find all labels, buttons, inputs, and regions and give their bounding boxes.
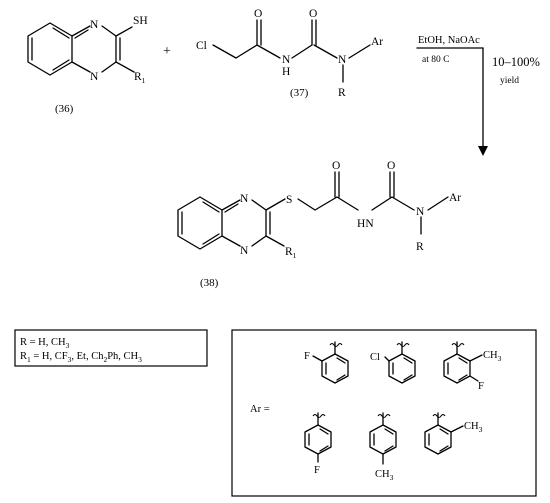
- aryl-3-fluoro-2-methylphenyl: CH3 F: [443, 341, 502, 392]
- aryl-legend-box: [231, 329, 537, 497]
- amide-n-37: N: [282, 54, 291, 66]
- ar-legend-label: Ar =: [250, 404, 270, 415]
- attachment-point-icon: [432, 413, 446, 419]
- sulfur-atom: S: [286, 194, 292, 206]
- thiol-group-label: SH: [133, 15, 148, 27]
- carbonyl-o2-38: O: [387, 160, 395, 172]
- plus-sign: +: [163, 44, 171, 59]
- attachment-point-icon: [396, 342, 410, 348]
- urea-n-38: N: [416, 206, 425, 218]
- aryl-4-methylphenyl: CH3: [369, 412, 397, 482]
- r1-definition: R1 = H, CF3, Et, Ch2Ph, CH3: [20, 351, 142, 364]
- methyl-ortho: CH3: [483, 350, 502, 363]
- carbonyl-o2-37: O: [309, 8, 317, 20]
- attachment-point-icon: [329, 342, 343, 348]
- reaction-arrow: [416, 47, 488, 156]
- urea-n-37: N: [338, 54, 347, 66]
- compound-37-structure: Cl O O N H N Ar R: [196, 8, 383, 99]
- atom-n1-38: N: [240, 193, 249, 205]
- chlorine-atom: Cl: [196, 40, 207, 52]
- substituent-box: [14, 329, 208, 367]
- aryl-2-methylphenyl: CH3: [424, 412, 483, 455]
- r-label-38: R: [416, 241, 424, 253]
- r-definition: R = H, CH3: [20, 337, 70, 350]
- attachment-point-icon: [377, 413, 391, 419]
- aryl-2-fluorophenyl: F: [304, 341, 349, 384]
- r1-label-38: R1: [285, 246, 297, 260]
- compound-38-label: (38): [200, 277, 219, 289]
- fluoro-ortho: F: [304, 351, 310, 362]
- reaction-reagents: EtOH, NaOAc: [418, 35, 480, 46]
- r-label-37: R: [338, 87, 346, 99]
- compound-38-structure: N N S O O HN N Ar R R1: [177, 160, 461, 260]
- chloro-ortho: Cl: [370, 352, 380, 363]
- ar-label-37: Ar: [371, 36, 383, 48]
- r1-label-36: R1: [134, 71, 146, 85]
- ar-label-38: Ar: [449, 192, 461, 204]
- attachment-point-icon: [451, 342, 465, 348]
- atom-n4-38: N: [240, 245, 249, 257]
- compound-36-label: (36): [55, 103, 74, 115]
- yield-word: yield: [500, 76, 519, 86]
- reaction-temperature: at 80 C: [422, 55, 449, 65]
- carbonyl-o1-37: O: [254, 8, 262, 20]
- atom-n4-36: N: [90, 71, 99, 83]
- atom-n1-36: N: [90, 19, 99, 31]
- compound-36-structure: N N SH R1: [27, 15, 148, 85]
- yield-range: 10–100%: [492, 55, 540, 69]
- amide-h-37: H: [282, 66, 290, 78]
- aryl-2-chlorophenyl: Cl: [370, 341, 416, 384]
- fluoro-meta: F: [478, 381, 484, 392]
- amide-nh-38: HN: [357, 218, 374, 230]
- attachment-point-icon: [312, 413, 326, 419]
- aryl-4-fluorophenyl: F: [304, 412, 332, 476]
- compound-37-label: (37): [290, 87, 309, 99]
- fluoro-para: F: [314, 465, 320, 476]
- carbonyl-o1-38: O: [332, 160, 340, 172]
- methyl-ortho-2: CH3: [464, 421, 483, 434]
- methyl-para: CH3: [375, 469, 394, 482]
